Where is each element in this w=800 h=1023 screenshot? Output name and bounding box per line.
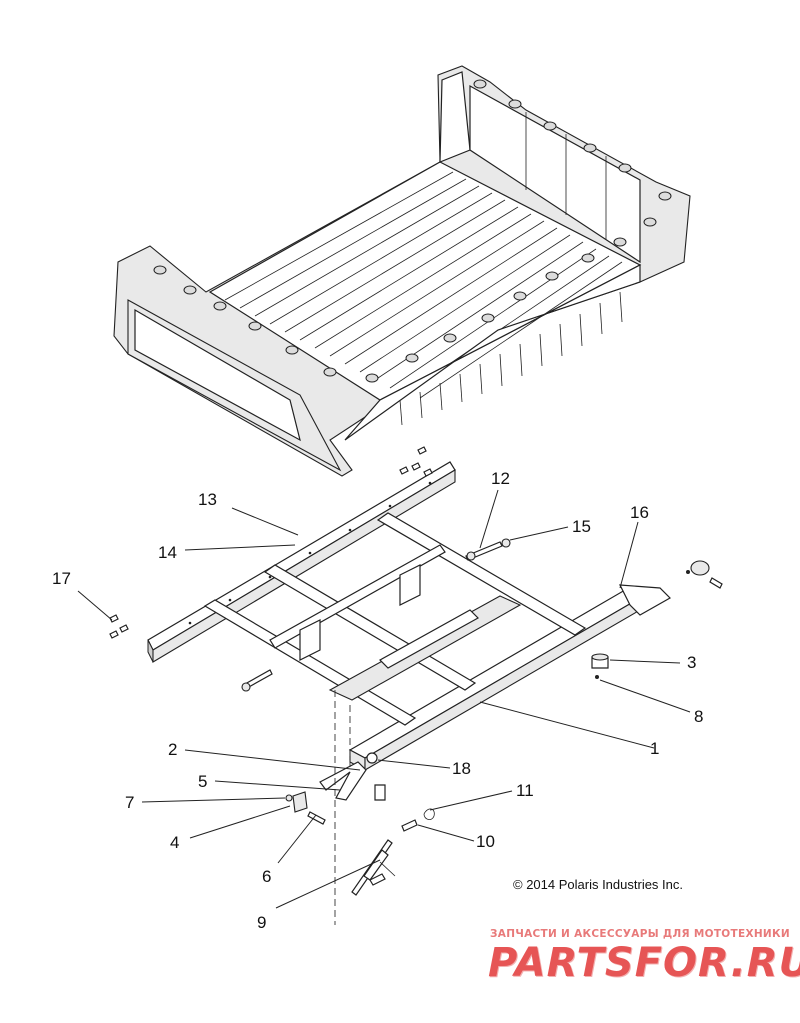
callout-2: 2 [168,740,177,759]
callout-14: 14 [158,543,177,562]
callout-5: 5 [198,772,207,791]
copyright-text: © 2014 Polaris Industries Inc. [513,877,683,892]
callout-12: 12 [491,469,510,488]
watermark-logo: PARTSFOR.RU [488,940,800,986]
leader-lines [77,489,691,909]
callout-10: 10 [476,832,495,851]
callout-6: 6 [262,867,271,886]
callout-1: 1 [650,739,659,758]
hardware [109,446,723,896]
callout-labels: 1 2 3 4 5 6 7 8 9 10 11 12 13 14 15 16 1… [52,469,703,932]
callout-17: 17 [52,569,71,588]
callout-11: 11 [516,781,534,800]
bed-frame [147,461,671,771]
callout-9: 9 [257,913,266,932]
callout-16: 16 [630,503,649,522]
callout-18: 18 [452,759,471,778]
callout-3: 3 [687,653,696,672]
alignment-lines [334,690,351,925]
callout-7: 7 [125,793,134,812]
callout-15: 15 [572,517,591,536]
callout-4: 4 [170,833,179,852]
callout-8: 8 [694,707,703,726]
callout-13: 13 [198,490,217,509]
watermark-tagline: ЗАПЧАСТИ И АКСЕССУАРЫ ДЛЯ МОТОТЕХНИКИ [490,928,790,940]
cargo-box [113,65,691,477]
